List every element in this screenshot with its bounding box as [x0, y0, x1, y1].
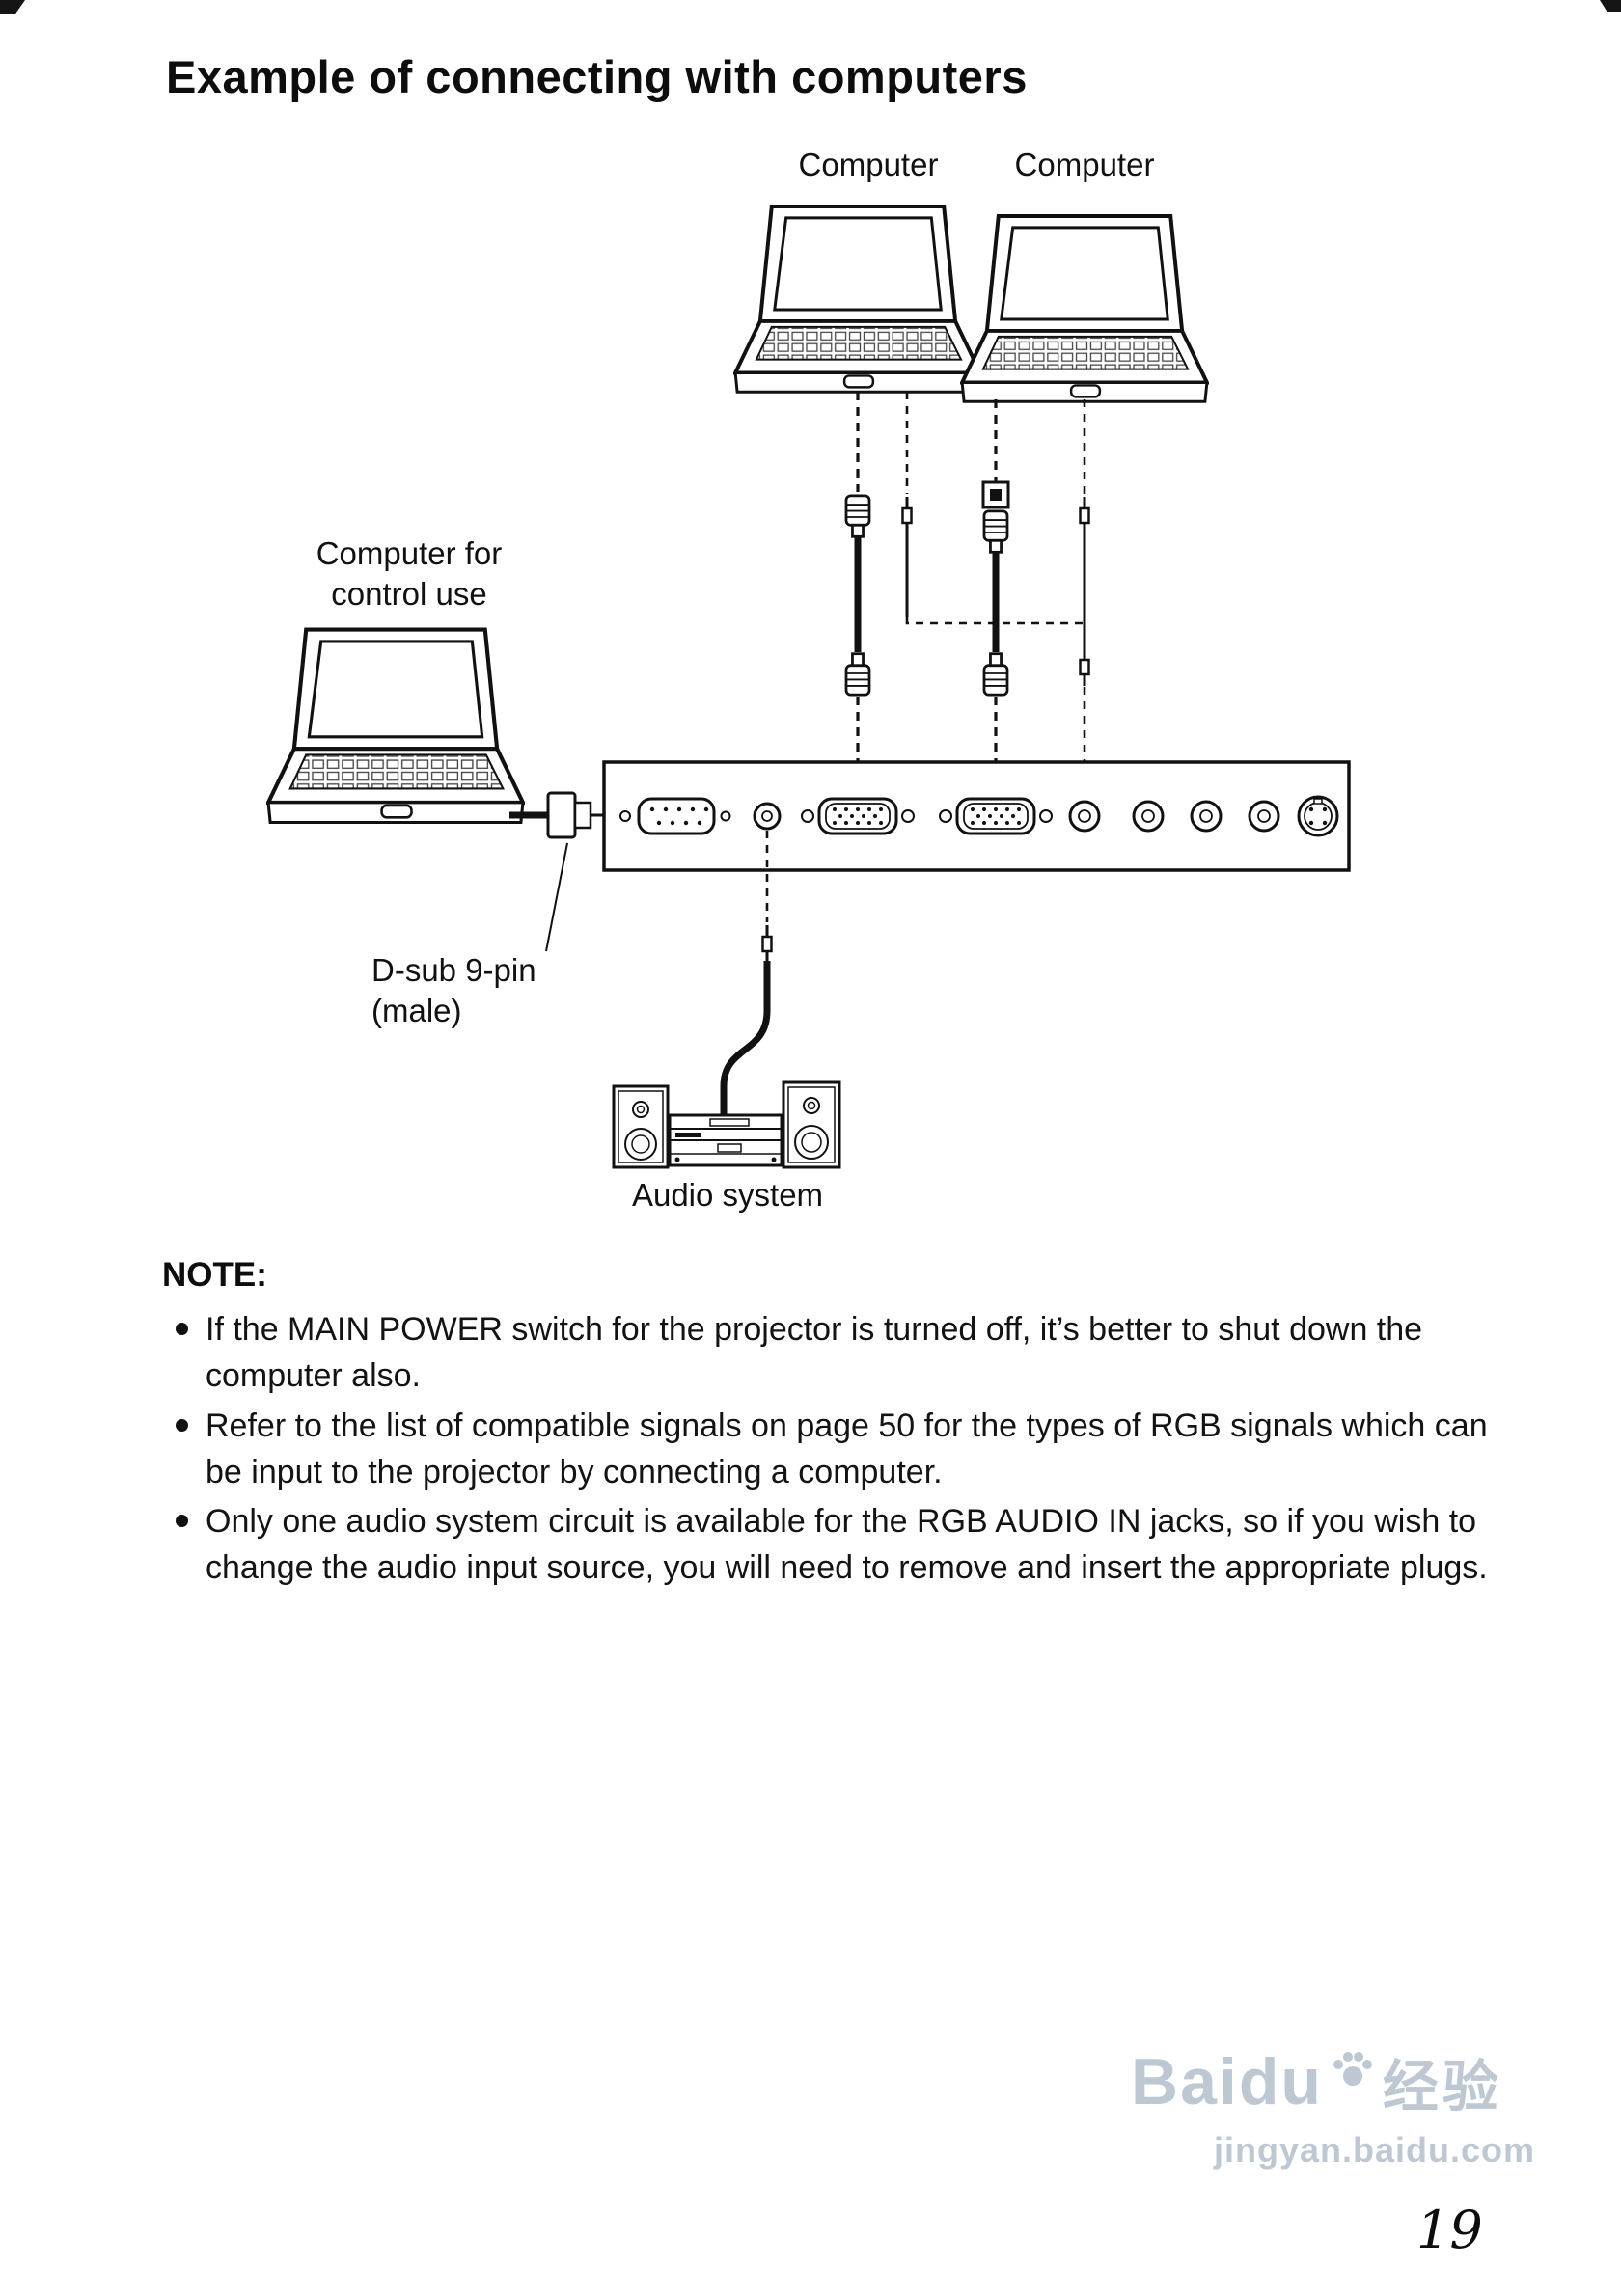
note-text: Only one audio system circuit is availab… [206, 1503, 1488, 1587]
bullet-icon [176, 1323, 188, 1335]
bullet-icon [176, 1515, 188, 1528]
page-number: 19 [1416, 2200, 1483, 2260]
audio-system-label: Audio system [631, 1177, 824, 1213]
dsub9-male-connector [546, 791, 577, 839]
page-title: Example of connecting with computers [166, 51, 1028, 102]
bullet-icon [176, 1418, 188, 1432]
audio-in-minijack [753, 802, 782, 831]
connection-diagram [0, 205, 1351, 1169]
watermark-brand: Baidu [1131, 2045, 1323, 2118]
paw-icon [1333, 2052, 1372, 2086]
watermark-brand-cn: 经验 [1382, 2056, 1502, 2118]
watermark-url: jingyan.baidu.com [1214, 2130, 1536, 2170]
audio-cable-2 [1079, 399, 1090, 800]
audio-system-icon [612, 1080, 841, 1169]
computer-label-2: Computer [1014, 147, 1155, 182]
note-section: NOTE: If the MAIN POWER switch for the p… [162, 1256, 1505, 1595]
rgb1-input-port [801, 797, 915, 835]
rgb2-input-port [939, 797, 1053, 835]
note-text: Refer to the list of compatible signals … [206, 1407, 1488, 1490]
baidu-watermark: Baidu 经验 jingyan.baidu.com [1131, 2041, 1535, 2171]
note-item: If the MAIN POWER switch for the project… [162, 1306, 1505, 1403]
s-video-port [1297, 795, 1339, 837]
laptop-computer-2-icon [960, 214, 1209, 404]
control-computer-label: Computer for control use [316, 535, 503, 613]
audio-cable-1 [901, 392, 1085, 625]
laptop-control-icon [268, 630, 523, 823]
note-item: Only one audio system circuit is availab… [162, 1498, 1505, 1595]
audio-out-cable [720, 831, 773, 1117]
serial-port [637, 797, 716, 835]
projector-rear-panel [602, 760, 1351, 872]
serial-cable [509, 791, 604, 839]
note-heading: NOTE: [162, 1256, 267, 1294]
connector-leader-line [545, 842, 568, 952]
computer-label-1: Computer [798, 147, 939, 182]
watermark-logo-row: Baidu 经验 [1131, 2041, 1535, 2122]
dsub-connector-label: D-sub 9-pin (male) [371, 952, 536, 1029]
note-text: If the MAIN POWER switch for the project… [206, 1311, 1423, 1395]
rgb-cable-2 [981, 399, 1010, 797]
audio-input-jacks [1068, 800, 1280, 833]
rgb-cable-1 [844, 392, 871, 797]
laptop-computer-1-icon [733, 205, 982, 395]
note-item: Refer to the list of compatible signals … [162, 1403, 1505, 1499]
